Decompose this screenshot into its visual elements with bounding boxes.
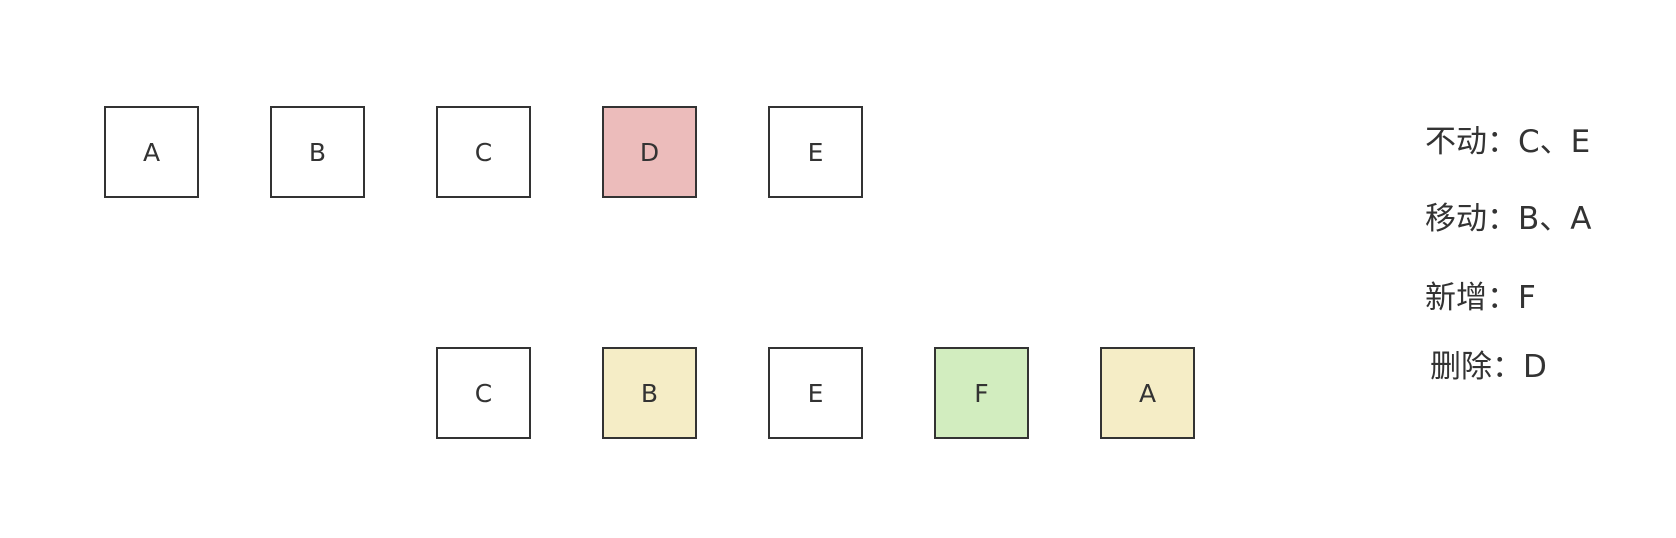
- new-node-label: A: [1138, 378, 1157, 408]
- old-node-label: C: [474, 137, 493, 167]
- new-node-label: B: [640, 378, 659, 408]
- legend-added: 新增：F: [1425, 280, 1536, 316]
- new-node-label: E: [807, 378, 824, 408]
- new-node-label: F: [974, 378, 989, 408]
- old-node-c: C: [436, 106, 531, 198]
- old-node-b: B: [270, 106, 365, 198]
- new-node-a: A: [1100, 347, 1195, 439]
- old-node-label: D: [639, 137, 660, 167]
- legend-deleted: 删除：D: [1430, 349, 1547, 385]
- legend-moved: 移动：B、A: [1425, 201, 1592, 237]
- old-node-e: E: [768, 106, 863, 198]
- new-node-b: B: [602, 347, 697, 439]
- legend-unchanged: 不动：C、E: [1425, 124, 1591, 160]
- old-node-label: E: [807, 137, 824, 167]
- new-node-c: C: [436, 347, 531, 439]
- new-node-e: E: [768, 347, 863, 439]
- new-node-f: F: [934, 347, 1029, 439]
- old-node-a: A: [104, 106, 199, 198]
- new-node-label: C: [474, 378, 493, 408]
- old-node-d: D: [602, 106, 697, 198]
- old-node-label: B: [308, 137, 327, 167]
- old-node-label: A: [142, 137, 161, 167]
